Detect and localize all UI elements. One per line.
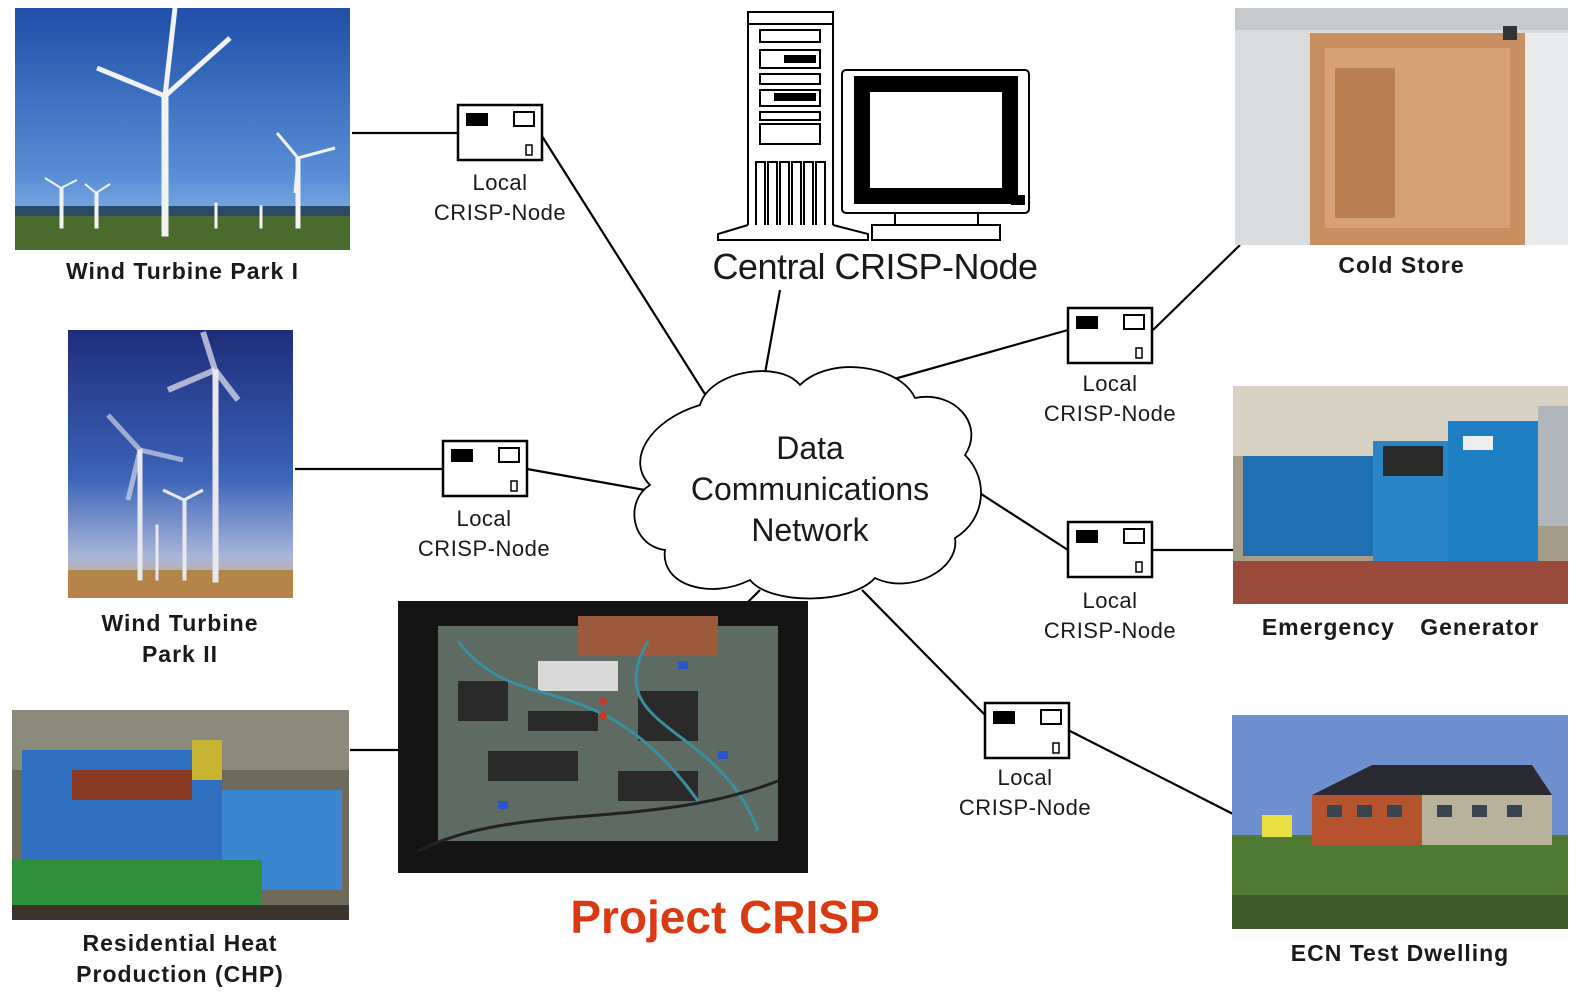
wind-turbine-park-2-line2: Park II [141, 641, 219, 667]
wind-turbine-park-1-label: Wind Turbine Park I [15, 256, 350, 287]
link-node5-dwelling [1067, 729, 1236, 816]
wind-turbine-park-1-line1: Wind Turbine Park I [65, 258, 300, 284]
network-line3: Network [751, 512, 869, 548]
ecn-test-dwelling-photo [1232, 715, 1568, 929]
network-line2: Communications [690, 471, 930, 507]
residential-heat-production-photo [12, 710, 349, 920]
central-server-icon [717, 11, 869, 241]
network-cloud-icon [633, 366, 982, 600]
local-node-5-line1: Local [997, 765, 1053, 790]
local-node-4-line1: Local [1082, 588, 1138, 613]
local-node-1-label: Local CRISP-Node [400, 168, 600, 228]
central-node-text: Central CRISP-Node [712, 246, 1038, 287]
page-title: Project CRISP [570, 891, 880, 943]
link-cloud-node4 [974, 489, 1069, 551]
emergency-generator-photo [1233, 386, 1568, 604]
crisp-hardware-board-photo [398, 601, 808, 873]
link-cloud-node5 [861, 589, 986, 716]
local-node-5-label: Local CRISP-Node [925, 763, 1125, 823]
emergency-generator-label: Emergency Generator [1233, 612, 1568, 643]
link-node1-cloud [539, 132, 716, 411]
local-node-5-line2: CRISP-Node [958, 795, 1092, 820]
residential-heat-label: Residential Heat Production (CHP) [20, 928, 340, 990]
wind-turbine-park-1-photo [15, 8, 350, 250]
local-node-3-label: Local CRISP-Node [1010, 369, 1210, 429]
local-node-1-line1: Local [472, 170, 528, 195]
ecn-test-dwelling-label: ECN Test Dwelling [1232, 938, 1568, 969]
emergency-generator-line1: Emergency Generator [1261, 614, 1540, 640]
local-node-3-line2: CRISP-Node [1043, 401, 1177, 426]
wind-turbine-park-2-label: Wind Turbine Park II [50, 608, 310, 670]
local-node-device-icon [983, 701, 1071, 760]
wind-turbine-park-2-line1: Wind Turbine [101, 610, 259, 636]
local-node-4-label: Local CRISP-Node [1010, 586, 1210, 646]
local-node-1-line2: CRISP-Node [433, 200, 567, 225]
connector-lines [295, 131, 1241, 816]
network-line1: Data [776, 430, 844, 466]
cold-store-label: Cold Store [1235, 250, 1568, 281]
local-node-2-line1: Local [456, 506, 512, 531]
local-node-device-icon [441, 439, 529, 498]
residential-heat-line2: Production (CHP) [76, 961, 284, 987]
local-node-device-icon [1066, 306, 1154, 365]
cold-store-photo [1235, 8, 1568, 245]
network-label: Data Communications Network [650, 428, 970, 551]
residential-heat-line1: Residential Heat [82, 930, 278, 956]
link-node3-cold [1152, 244, 1241, 331]
local-node-3-line1: Local [1082, 371, 1138, 396]
link-node2-cloud [526, 467, 646, 492]
local-node-device-icon [456, 103, 544, 162]
central-node-label: Central CRISP-Node [690, 246, 1060, 288]
local-node-devices [441, 103, 1154, 760]
monitor-icon [841, 69, 1030, 241]
cold-store-line1: Cold Store [1338, 252, 1465, 278]
wind-turbine-park-2-photo [68, 330, 293, 598]
ecn-test-dwelling-line1: ECN Test Dwelling [1290, 940, 1510, 966]
local-node-2-label: Local CRISP-Node [384, 504, 584, 564]
local-node-2-line2: CRISP-Node [417, 536, 551, 561]
local-node-4-line2: CRISP-Node [1043, 618, 1177, 643]
local-node-device-icon [1066, 520, 1154, 579]
